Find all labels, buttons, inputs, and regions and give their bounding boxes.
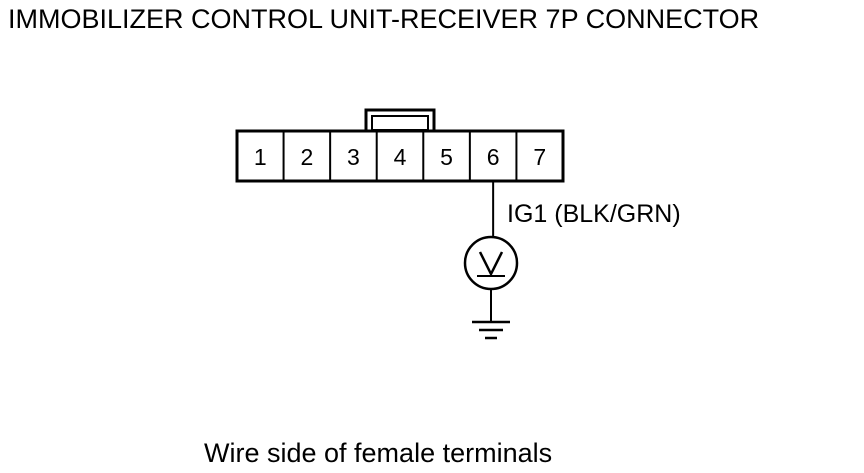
pin-4-label: 4	[394, 144, 407, 170]
diagram-title: IMMOBILIZER CONTROL UNIT-RECEIVER 7P CON…	[8, 4, 759, 34]
ground-icon	[472, 320, 510, 340]
pin-5-label: 5	[440, 144, 453, 170]
pin-3-label: 3	[347, 144, 360, 170]
wire-label: IG1 (BLK/GRN)	[507, 200, 681, 228]
pin-7-label: 7	[533, 144, 546, 170]
connector-body: 1 2 3 4 5 6 7	[235, 129, 565, 183]
pin-2-label: 2	[300, 144, 313, 170]
caption: Wire side of female terminals	[204, 438, 552, 468]
pin-1-label: 1	[254, 144, 267, 170]
connector-latch	[364, 108, 436, 134]
pin-6-label: 6	[487, 144, 500, 170]
voltmeter-icon	[463, 235, 519, 291]
